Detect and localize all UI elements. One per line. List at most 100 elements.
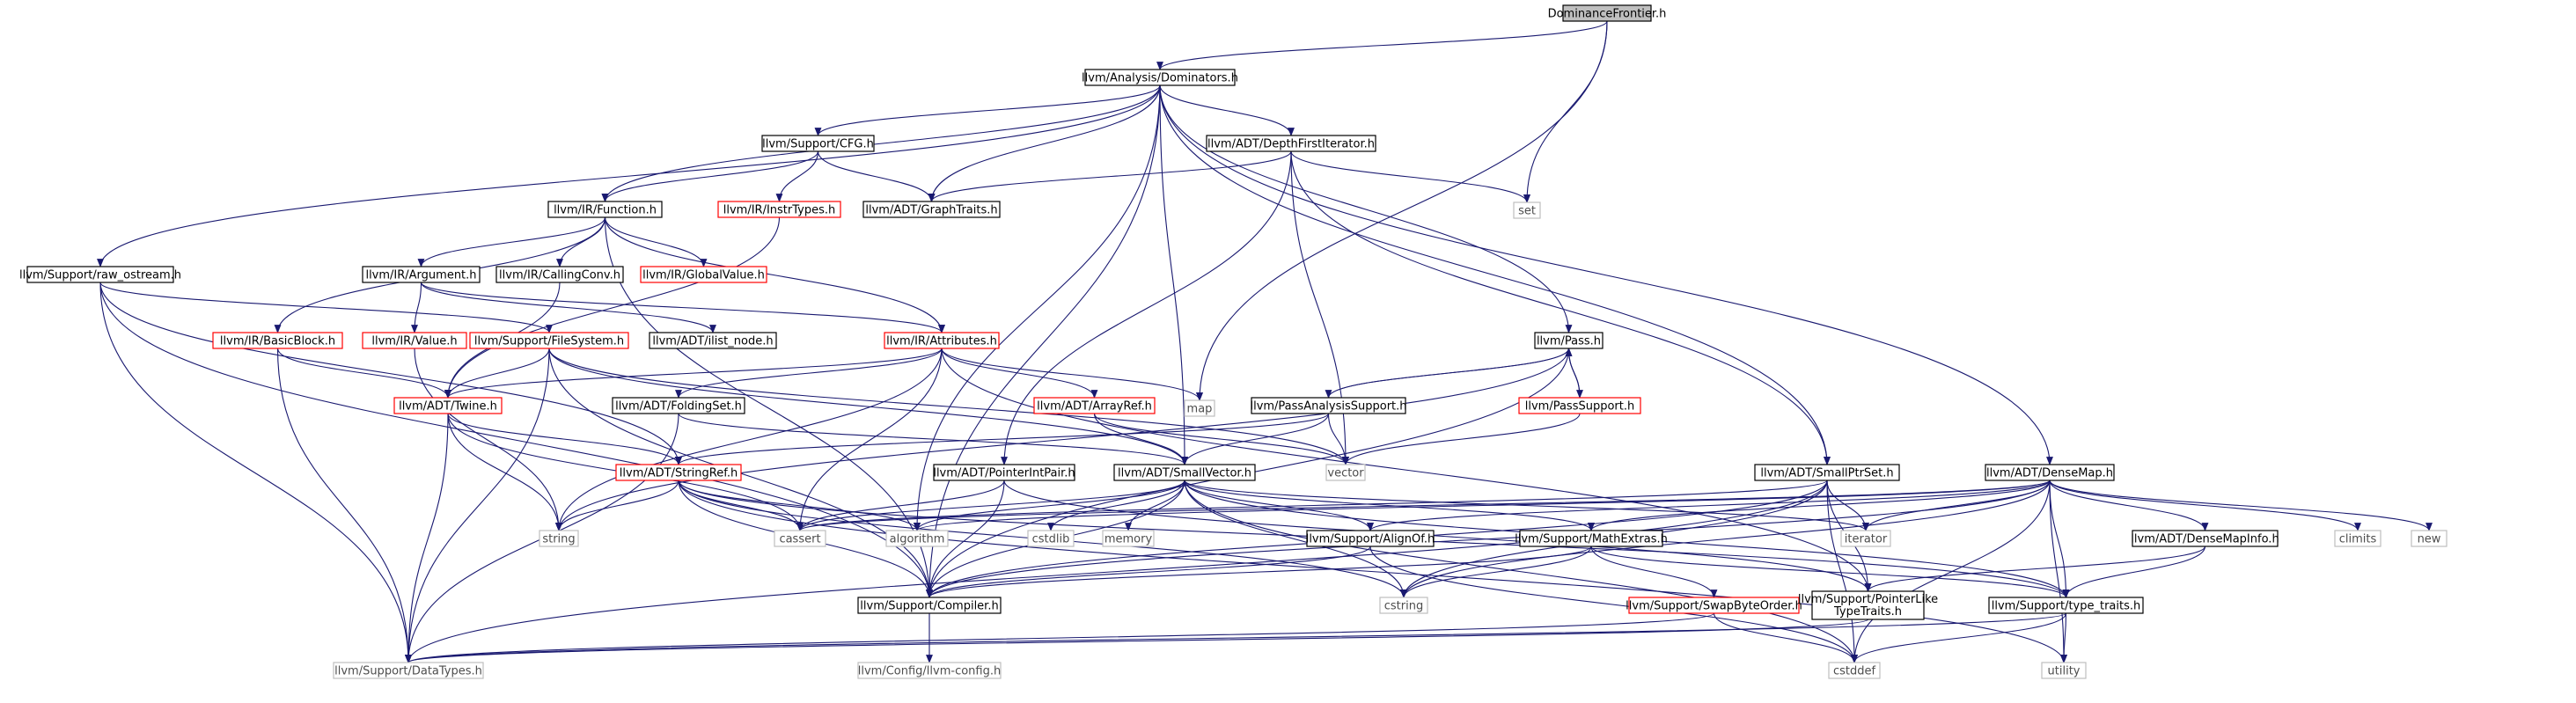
node-dfi[interactable]: llvm/ADT/DepthFirstIterator.h [1206, 135, 1376, 152]
edge-smallptrset-to-cstddef [1826, 480, 1858, 663]
edge-smallvector-to-cassert [796, 480, 1185, 531]
node-label: llvm/ADT/StringRef.h [620, 467, 738, 480]
node-box [2041, 662, 2087, 679]
node-pass[interactable]: llvm/Pass.h [1534, 332, 1604, 349]
edge-mathextras-to-compiler [926, 546, 1592, 598]
node-pointerintpair[interactable]: llvm/ADT/PointerIntPair.h [933, 464, 1075, 481]
node-cstdlib: cstdlib [1027, 530, 1075, 547]
edge-cfg-to-instrtypes [775, 150, 819, 202]
edge-pointerintpair-to-compiler [926, 480, 1005, 598]
node-algorithm: algorithm [885, 530, 949, 547]
node-domfront: DominanceFrontier.h [1548, 4, 1666, 22]
node-filesystem[interactable]: llvm/Support/FileSystem.h [469, 332, 629, 349]
node-utility: utility [2041, 662, 2087, 679]
edge-function-to-globalvalue [604, 216, 708, 267]
node-label: llvm/ADT/SmallVector.h [1118, 467, 1251, 480]
node-callingconv[interactable]: llvm/IR/CallingConv.h [495, 266, 624, 283]
edge-filesystem-to-twine [444, 348, 550, 399]
edge-basicblock-to-datatypes [276, 348, 412, 663]
node-alignof[interactable]: llvm/Support/AlignOf.h [1306, 530, 1435, 547]
node-label: llvm/ADT/PointerIntPair.h [933, 467, 1075, 480]
node-label: vector [1327, 467, 1364, 480]
edge-passanalysis-to-pass [1327, 348, 1573, 399]
edge-function-to-attributes [604, 216, 945, 333]
node-label: llvm/Pass.h [1537, 335, 1601, 348]
node-label: llvm/ADT/DenseMap.h [1986, 467, 2113, 480]
edge-foldingset-to-smallvector [678, 413, 1188, 465]
node-function[interactable]: llvm/IR/Function.h [547, 201, 663, 218]
edge-densemap-to-utility [2049, 480, 2067, 663]
node-swapbyteorder[interactable]: llvm/Support/SwapByteOrder.h [1626, 597, 1802, 614]
node-passsupport[interactable]: llvm/PassSupport.h [1518, 397, 1641, 414]
node-instrtypes[interactable]: llvm/IR/InstrTypes.h [717, 201, 841, 218]
node-box [1513, 201, 1541, 219]
node-passanalysis[interactable]: llvm/PassAnalysisSupport.h [1250, 397, 1407, 414]
node-label: llvm/Support/PointerLike [1798, 593, 1938, 606]
node-globalvalue[interactable]: llvm/IR/GlobalValue.h [640, 266, 767, 283]
node-box [362, 332, 467, 349]
node-compiler[interactable]: llvm/Support/Compiler.h [857, 597, 1002, 614]
node-label: llvm/IR/Function.h [554, 204, 657, 217]
edge-dfi-to-smallptrset [1290, 150, 1831, 465]
node-rawostream[interactable]: llvm/Support/raw_ostream.h [19, 266, 181, 283]
node-box [1379, 597, 1428, 614]
node-foldingset[interactable]: llvm/ADT/FoldingSet.h [612, 397, 745, 414]
node-attributes[interactable]: llvm/IR/Attributes.h [884, 332, 1000, 349]
edge-argument-to-ilistnode [420, 282, 716, 333]
edge-twine-to-stringref [447, 413, 682, 465]
node-climits: climits [2334, 530, 2382, 547]
node-cfg[interactable]: llvm/Support/CFG.h [761, 135, 875, 152]
node-box [1306, 530, 1435, 547]
node-value[interactable]: llvm/IR/Value.h [362, 332, 467, 349]
edge-dominators-to-rawostream [97, 84, 1161, 267]
node-box [1027, 530, 1075, 547]
edge-swapbyteorder-to-cstddef [1713, 612, 1858, 663]
node-box [884, 332, 1000, 349]
node-densemapinfo[interactable]: llvm/ADT/DenseMapInfo.h [2131, 530, 2279, 547]
node-box [612, 397, 745, 414]
node-box [1206, 135, 1376, 152]
node-box [469, 332, 629, 349]
node-ilistnode[interactable]: llvm/ADT/ilist_node.h [649, 332, 777, 349]
node-smallptrset[interactable]: llvm/ADT/SmallPtrSet.h [1754, 464, 1900, 481]
edge-stringref-to-utility [678, 480, 2067, 663]
node-basicblock[interactable]: llvm/IR/BasicBlock.h [212, 332, 343, 349]
node-box [393, 397, 503, 414]
edge-densemap-to-densemapinfo [2049, 480, 2209, 531]
edge-smallptrset-to-datatypes [405, 480, 1828, 663]
node-label: TypeTraits.h [1833, 605, 1902, 619]
node-box [212, 332, 343, 349]
node-dominators[interactable]: llvm/Analysis/Dominators.h [1082, 69, 1238, 86]
node-smallvector[interactable]: llvm/ADT/SmallVector.h [1113, 464, 1256, 481]
node-box [1251, 397, 1406, 414]
edge-dominators-to-densemap [1159, 84, 2053, 465]
node-graphtraits[interactable]: llvm/ADT/GraphTraits.h [862, 201, 1001, 218]
node-mathextras[interactable]: llvm/Support/MathExtras.h [1515, 530, 1668, 547]
node-label: llvm/IR/Attributes.h [886, 335, 997, 348]
node-label: utility [2048, 665, 2081, 678]
edge-densemap-to-mathextras [1588, 480, 2051, 531]
node-arrayref[interactable]: llvm/ADT/ArrayRef.h [1033, 397, 1156, 414]
node-typetraits[interactable]: llvm/Support/type_traits.h [1988, 597, 2144, 614]
edge-smallvector-to-alignof [1184, 480, 1374, 531]
node-stringref[interactable]: llvm/ADT/StringRef.h [615, 464, 742, 481]
edge-pointerlike-to-datatypes [405, 619, 1869, 663]
edge-value-to-string [414, 348, 562, 531]
nodes: DominanceFrontier.h llvm/Analysis/Dominat… [19, 4, 2448, 679]
edge-dominators-to-smallvector [1159, 84, 1188, 465]
edge-domfront-to-map [1196, 20, 1608, 401]
node-label: cstring [1384, 600, 1423, 613]
node-box [1184, 399, 1215, 417]
node-argument[interactable]: llvm/IR/Argument.h [362, 266, 481, 283]
node-label: algorithm [890, 533, 945, 546]
edge-densemap-to-cstddef [1851, 480, 2051, 663]
node-box [857, 662, 1002, 679]
edge-twine-to-datatypes [405, 413, 449, 663]
node-cstddef: cstddef [1828, 662, 1881, 679]
node-iterator: iterator [1840, 530, 1891, 547]
node-twine[interactable]: llvm/ADT/Twine.h [393, 397, 503, 414]
node-label: set [1518, 205, 1536, 218]
node-densemap[interactable]: llvm/ADT/DenseMap.h [1985, 464, 2115, 481]
